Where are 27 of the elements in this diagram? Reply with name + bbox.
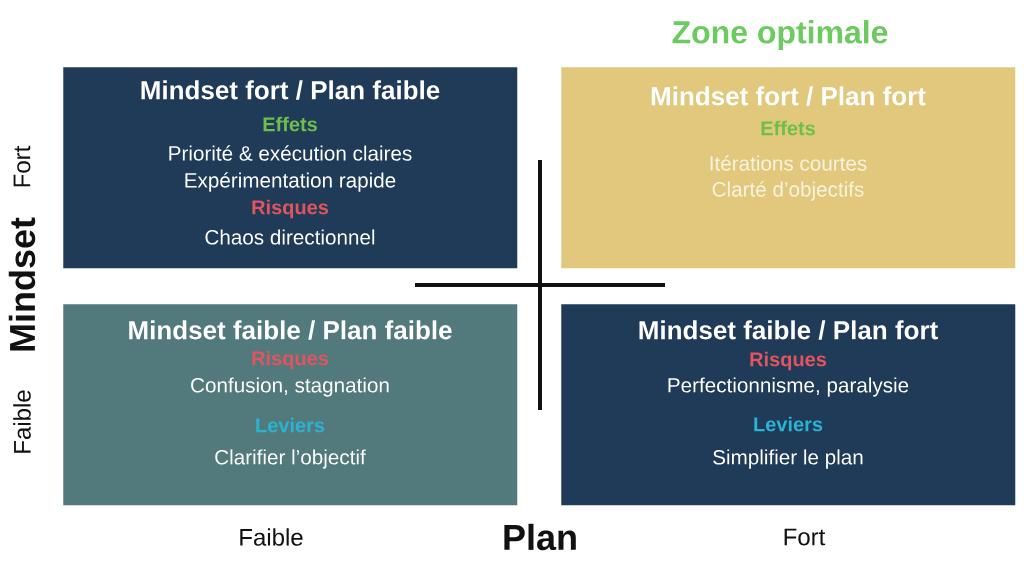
item-text: Simplifier le plan (713, 449, 863, 469)
section-heading: Effets (761, 120, 815, 136)
item-text: Itérations courtes (710, 155, 867, 171)
quadrant-heading: Mindset faible / Plan fort (639, 320, 938, 340)
item-text: Confusion, stagnation (191, 377, 389, 397)
item-text: Clarifier l’objectif (215, 449, 366, 469)
zone-label: Zone optimale (672, 20, 888, 50)
axis-title: Mindset (8, 217, 36, 351)
item-text: Priorité & exécution claires (169, 145, 412, 161)
section-heading: Risques (252, 350, 329, 370)
axis-value: Fort (784, 528, 826, 546)
quadrant-heading: Mindset fort / Plan fort (651, 86, 926, 106)
section-heading: Risques (750, 351, 827, 371)
quadrant-heading: Mindset faible / Plan faible (129, 320, 452, 340)
axis-title: Plan (504, 523, 576, 551)
section-heading: Leviers (754, 416, 823, 432)
section-heading: Risques (252, 199, 329, 219)
section-heading: Effets (263, 116, 317, 132)
item-text: Clarté d’objectifs (712, 181, 864, 201)
item-text: Perfectionnisme, paralysie (668, 377, 909, 397)
item-text: Chaos directionnel (205, 229, 375, 245)
item-text: Expérimentation rapide (185, 172, 396, 192)
axis-value: Faible (240, 528, 303, 546)
quadrant-heading: Mindset fort / Plan faible (141, 80, 440, 100)
axis-value: Faible (13, 390, 31, 453)
section-heading: Leviers (256, 417, 325, 433)
axis-value: Fort (13, 145, 31, 187)
